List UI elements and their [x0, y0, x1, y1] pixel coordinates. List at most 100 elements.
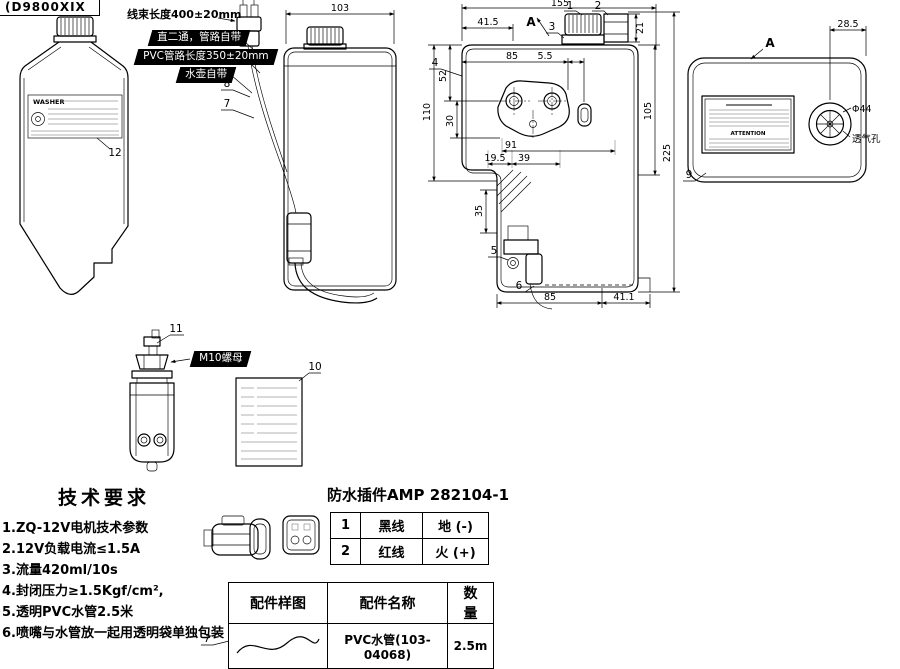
plate-small-hole: [529, 120, 537, 128]
pump-wires: [247, 45, 297, 214]
dim-52: 52: [438, 70, 449, 82]
callout-2: 2: [595, 0, 602, 12]
parts-callout: 7: [201, 633, 230, 646]
dim-225: 225: [662, 144, 673, 162]
dim-85-bottom: 85: [544, 292, 556, 303]
tank-side-inner: [287, 51, 393, 287]
callout-1-leader: [564, 10, 583, 16]
pump-cylinder-lines: [130, 383, 174, 456]
corner-part-number-stamp: (D9800XIX: [0, 0, 100, 16]
pump-port-sec: [507, 257, 519, 269]
slot: [577, 103, 592, 127]
section-cap-ribs: [568, 15, 598, 33]
callout-5-leader: [488, 256, 509, 261]
cap-rim: [53, 35, 97, 43]
dim-5-5: 5.5: [537, 51, 552, 62]
label-text-lines: [31, 100, 119, 136]
dim-35: 35: [474, 205, 485, 217]
pump-lines: [287, 223, 311, 252]
pump-port-sec-inner: [510, 260, 516, 266]
accessories-row: PVC水管(103-04068) 2.5m: [228, 623, 494, 669]
tech-req-item-2: 2.12V负载电流≤1.5A: [2, 542, 141, 557]
m10-nut-tag-text: M10螺母: [199, 352, 243, 364]
vent-label: 透气孔: [852, 133, 881, 145]
terminal-hole-1: [290, 535, 300, 545]
tee-annotation-text: 直二通，管路自带: [157, 31, 242, 43]
wire-polarity: 火 (+): [422, 538, 489, 565]
pump-gasket: [136, 377, 168, 384]
harness-length-annotation: 线束长度400±20mm: [127, 8, 242, 21]
right-dim-ext: [628, 11, 680, 293]
callout-4-leader: [429, 68, 463, 77]
callout-10-leader: [298, 372, 321, 382]
callout-2-leader: [592, 10, 609, 16]
connector-wiring-table: 1 黑线 地 (-) 2 红线 火 (+): [330, 512, 489, 565]
callout-9-leader: [683, 172, 707, 182]
pump-port-left: [137, 433, 151, 447]
side-cap: [306, 26, 344, 46]
kettle-annotation-text: 水壶自带: [185, 68, 228, 80]
dim-30: 30: [445, 115, 456, 127]
attention-text: ATTENTION: [731, 131, 766, 137]
tech-req-item-5: 5.透明PVC水管2.5米: [2, 605, 134, 620]
callout-10: 10: [308, 361, 321, 373]
section-view-drawing: 1 2 3 A 155 41.5 21: [422, 0, 680, 310]
callout-12-leader: [96, 137, 111, 150]
callout-9: 9: [686, 169, 693, 181]
sticker-text-lines: [241, 387, 297, 460]
pump-body-side: [286, 212, 312, 264]
bottle-outline: [19, 41, 129, 295]
label-body-lines: [709, 109, 789, 127]
accessories-table: 配件样图 配件名称 数量 PVC水管(103-04068) 2.5m: [228, 582, 494, 669]
mount-foot: [638, 277, 651, 293]
part-name-cell: PVC水管(103-04068): [327, 623, 448, 669]
phi44-leader: [842, 107, 852, 113]
dim21-ext: [628, 13, 640, 43]
connector-front-inner: [286, 519, 316, 551]
connector-table-row-2: 2 红线 火 (+): [330, 538, 489, 565]
technical-requirements-title: 技术要求: [58, 487, 151, 509]
callout-1: 1: [567, 0, 574, 12]
label-logo-inner: [35, 116, 41, 122]
tube-fitting: [288, 257, 304, 266]
mount-plate: [497, 80, 570, 137]
pvc-tube-inner: [300, 262, 375, 298]
nozzle-elbow: [143, 336, 161, 347]
pvc-length-annotation-text: PVC管路长度350±20mm: [143, 50, 269, 62]
vent-leader: [842, 130, 851, 138]
dim-105: 105: [643, 102, 654, 120]
pump-detail-drawing: 11: [129, 323, 191, 472]
callout-5: 5: [491, 245, 498, 257]
pipe-sample-cell: [228, 623, 328, 669]
header-sample: 配件样图: [228, 582, 328, 624]
callout-6-leader: [513, 285, 535, 293]
pump-outlet-stub: [146, 461, 158, 472]
terminal-slot-1: [291, 523, 299, 531]
pin-number: 1: [330, 512, 361, 539]
pvc-tube-outer: [294, 262, 378, 304]
callout-12: 12: [108, 147, 121, 159]
terminal-hole-2: [302, 535, 312, 545]
callout-8: 8: [224, 78, 231, 90]
wire-polarity: 地 (-): [422, 512, 489, 539]
section-arrow: [536, 17, 550, 37]
m10-nut: [135, 354, 169, 370]
spec-sticker: [235, 377, 303, 467]
tech-req-item-6: 6.喷嘴与水管放一起用透明袋单独包装: [2, 626, 224, 641]
rear-view-drawing: A ATTENTION Φ44 透气孔 28.5 9: [683, 19, 881, 183]
connector-latch: [221, 515, 245, 526]
tech-req-item-3: 3.流量420ml/10s: [2, 563, 118, 578]
wire-color: 黑线: [360, 512, 423, 539]
bracket-lines: [604, 21, 628, 35]
pin-number: 2: [330, 538, 361, 565]
callout-8-leader: [221, 89, 251, 98]
bracket: [603, 13, 629, 43]
pump-top-sec: [507, 225, 529, 241]
terminal-slot-2: [303, 523, 311, 531]
section-cap: [564, 13, 602, 36]
pump-flange: [131, 370, 173, 379]
callout-6: 6: [516, 280, 523, 292]
dim85t-ext: [567, 58, 585, 102]
terminal-2: [250, 4, 259, 18]
